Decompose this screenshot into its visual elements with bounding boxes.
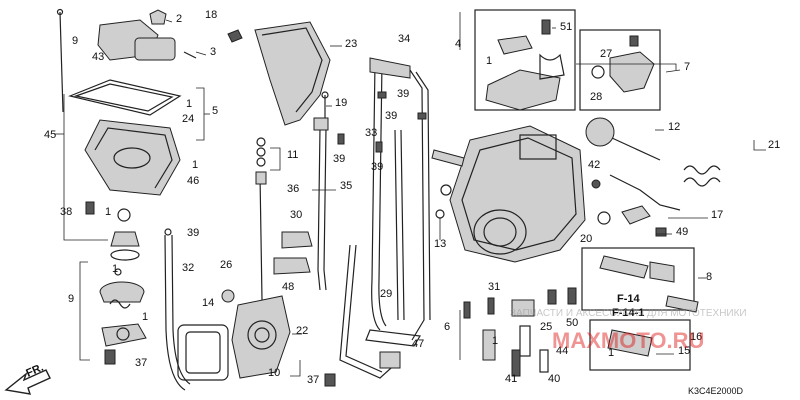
callout-7: 7 — [684, 61, 690, 73]
callout-1: 1 — [186, 98, 192, 110]
arrow-icon — [4, 369, 51, 395]
callout-29: 29 — [380, 288, 392, 300]
callout-39: 39 — [333, 153, 345, 165]
callout-37: 37 — [135, 357, 147, 369]
callout-50: 50 — [566, 317, 578, 329]
callout-14: 14 — [202, 297, 214, 309]
callout-4: 4 — [455, 38, 461, 50]
callout-47: 47 — [412, 338, 424, 350]
callout-15: 15 — [678, 345, 690, 357]
callout-1: 1 — [608, 347, 614, 359]
callout-45: 45 — [44, 129, 56, 141]
callout-1: 1 — [112, 263, 118, 275]
callout-42: 42 — [588, 159, 600, 171]
callout-11: 11 — [287, 149, 298, 161]
callout-40: 40 — [548, 373, 560, 385]
callout-16: 16 — [690, 331, 702, 343]
callout-1: 1 — [486, 55, 492, 67]
callout-41: 41 — [505, 373, 517, 385]
ref-f141: F-14-1 — [612, 307, 644, 319]
callout-1: 1 — [142, 311, 148, 323]
diagram-code: K3C4E2000D — [688, 386, 744, 396]
callout-31: 31 — [488, 281, 500, 293]
callout-12: 12 — [668, 121, 680, 133]
callout-22: 22 — [296, 325, 308, 337]
callout-17: 17 — [711, 209, 723, 221]
callout-32: 32 — [182, 262, 194, 274]
watermark-line2: MAXMOTO.RU — [552, 328, 704, 353]
ref-f14: F-14 — [617, 293, 641, 305]
callout-21: 21 — [768, 139, 780, 151]
callout-37: 37 — [307, 374, 319, 386]
carburetor-body-group — [431, 9, 721, 377]
callout-25: 25 — [540, 321, 552, 333]
callout-48: 48 — [282, 281, 294, 293]
callout-5: 5 — [212, 105, 218, 117]
callout-33: 33 — [365, 127, 377, 139]
callout-1: 1 — [492, 335, 498, 347]
callout-44: 44 — [556, 345, 568, 357]
callout-39: 39 — [187, 227, 199, 239]
callout-2: 2 — [176, 13, 182, 25]
callout-19: 19 — [335, 97, 347, 109]
callout-6: 6 — [444, 321, 450, 333]
callout-23: 23 — [345, 38, 357, 50]
group-brackets — [54, 12, 766, 377]
callout-3: 3 — [210, 46, 216, 58]
callout-39: 39 — [397, 88, 409, 100]
callout-28: 28 — [590, 91, 602, 103]
watermark: ЗАПЧАСТИ И АКСЕССУАРЫ ДЛЯ МОТОТЕХНИКИ MA… — [510, 308, 747, 353]
callout-9: 9 — [72, 35, 78, 47]
callout-30: 30 — [290, 209, 302, 221]
callout-51: 51 — [560, 21, 572, 33]
callout-1: 1 — [192, 159, 198, 171]
callout-39: 39 — [385, 110, 397, 122]
callout-49: 49 — [676, 226, 688, 238]
front-direction-arrow: FR. — [4, 362, 51, 395]
callout-35: 35 — [340, 180, 352, 192]
callout-43: 43 — [92, 51, 104, 63]
callout-24: 24 — [182, 113, 194, 125]
callout-34: 34 — [398, 33, 410, 45]
callout-8: 8 — [706, 271, 712, 283]
float-chamber-group — [56, 8, 197, 391]
callout-1: 1 — [105, 206, 111, 218]
callout-9: 9 — [68, 293, 74, 305]
callout-39: 39 — [371, 161, 383, 173]
callout-20: 20 — [580, 233, 592, 245]
callout-18: 18 — [205, 9, 217, 21]
callout-38: 38 — [60, 206, 72, 218]
callout-26: 26 — [220, 259, 232, 271]
center-parts-group — [177, 21, 431, 387]
callout-13: 13 — [434, 238, 446, 250]
callout-10: 10 — [268, 367, 280, 379]
callout-46: 46 — [187, 175, 199, 187]
watermark-line1: ЗАПЧАСТИ И АКСЕССУАРЫ ДЛЯ МОТОТЕХНИКИ — [510, 308, 747, 319]
callout-36: 36 — [287, 183, 299, 195]
callout-27: 27 — [600, 48, 612, 60]
cross-reference-labels: F-14F-14-1 — [612, 293, 644, 319]
